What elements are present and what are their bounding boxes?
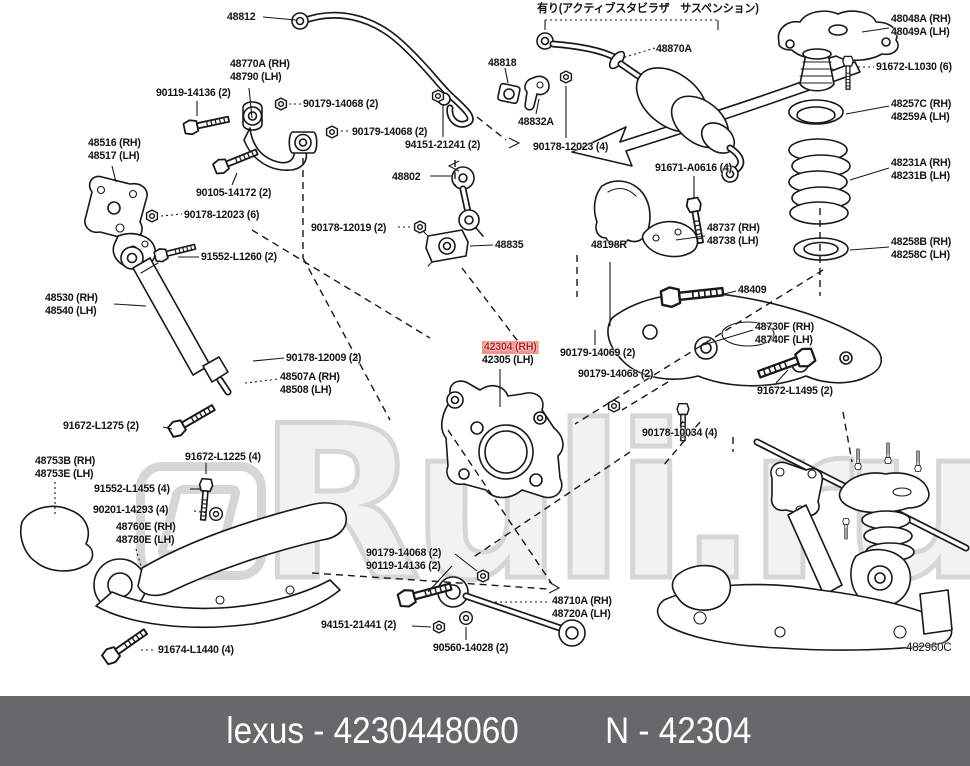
part-label-48257c: 48257C (RH)48259A (LH): [891, 98, 952, 123]
part-label-91671-a0616: 91671-A0616 (4): [655, 162, 732, 174]
part-label-48835: 48835: [495, 239, 524, 251]
footer-bar: lexus - 4230448060 N - 42304: [0, 696, 970, 766]
shock-bracket-drawing: [84, 175, 156, 270]
footer-brand-part: lexus - 4230448060: [226, 710, 520, 751]
part-label-48516: 48516 (RH)48517 (LH): [88, 137, 141, 162]
stabilizer-link-drawing: [451, 166, 484, 237]
spring-upper-insulator-drawing: [788, 99, 844, 125]
nut-icon: [325, 125, 339, 139]
part-label-91552-l1260: 91552-L1260 (2): [201, 251, 277, 263]
part-label-48870a: 48870A: [656, 43, 692, 55]
washer-icon: [458, 610, 474, 626]
nut-icon: [431, 89, 445, 103]
part-label-48802: 48802: [392, 171, 421, 183]
nut-icon: [432, 620, 446, 634]
nut-icon: [559, 70, 573, 84]
bolt-icon: [99, 624, 151, 668]
part-label-91674-l1440: 91674-L1440 (4): [158, 644, 234, 656]
part-label-90178-12009: 90178-12009 (2): [286, 352, 362, 364]
part-label-90179-14068-b: 90179-14068 (2): [352, 126, 428, 138]
nut-icon: [413, 220, 427, 234]
part-label-48231a: 48231A (RH)48231B (LH): [891, 157, 951, 182]
part-label-90119-14136-b: 90119-14136 (2): [366, 560, 441, 572]
part-label-48753b: 48753B (RH)48753E (LH): [35, 455, 96, 480]
part-label-90179-14068-c: 90179-14068 (2): [578, 368, 654, 380]
bolt-icon: [165, 399, 219, 440]
stabilizer-bracket-drawing: [524, 75, 550, 111]
part-label-90178-12023-6: 90178-12023 (6): [184, 209, 260, 221]
part-label-90105-14172: 90105-14172 (2): [196, 187, 272, 199]
bushing-bracket-drawing: [423, 229, 469, 267]
part-label-90179-14068-d: 90179-14068 (2): [366, 547, 442, 559]
part-label-48048a: 48048A (RH)48049A (LH): [891, 13, 951, 38]
diagram-line-art: [20, 10, 970, 668]
suspension-support-drawing: [777, 10, 899, 92]
part-label-48818: 48818: [488, 57, 517, 69]
upper-control-arm-drawing: [242, 101, 318, 171]
spring-lower-insulator-drawing: [793, 237, 849, 261]
coil-spring-drawing: [788, 138, 851, 225]
part-label-90178-12019: 90178-12019 (2): [311, 222, 387, 234]
part-label-91672-l1495: 91672-L1495 (2): [757, 385, 833, 397]
part-label-48832a: 48832A: [518, 116, 554, 128]
part-label-91672-l1030: 91672-L1030 (6): [876, 61, 952, 73]
nut-icon: [476, 569, 490, 583]
part-label-48198r: 48198R: [591, 239, 627, 251]
part-label-48530: 48530 (RH)48540 (LH): [45, 292, 98, 317]
drawing-code: 482960C: [906, 640, 952, 654]
mudguard-drawing: [593, 180, 651, 246]
bolt-icon: [152, 239, 198, 264]
stabilizer-bushing-drawing: [497, 82, 521, 105]
washer-icon: [208, 506, 224, 522]
part-label-90179-14068-a: 90179-14068 (2): [303, 98, 379, 110]
nut-icon: [145, 209, 159, 223]
part-label-91672-l1275: 91672-L1275 (2): [63, 420, 139, 432]
arm-cover-drawing: [20, 505, 94, 572]
part-label-91552-l1455: 91552-L1455 (4): [94, 483, 170, 495]
part-label-48409: 48409: [738, 284, 767, 296]
leader-lines: [54, 16, 890, 651]
active-stabilizer-actuator-drawing: [536, 32, 745, 183]
highlighted-part-number: 42304 (RH): [482, 341, 539, 354]
part-label-90178-12023-4: 90178-12023 (4): [533, 141, 609, 153]
dashed-guide-lines: [251, 116, 853, 594]
shock-absorber-drawing: [120, 246, 232, 396]
part-label-91672-l1225: 91672-L1225 (4): [185, 451, 261, 463]
nut-icon: [607, 399, 621, 413]
deflector-drawing: [641, 220, 699, 258]
part-label-48507a: 48507A (RH)48508 (LH): [280, 371, 340, 396]
part-label-48258b: 48258B (RH)48258C (LH): [891, 236, 952, 261]
footer-part-number: N - 42304: [605, 710, 752, 751]
part-label-94151-21441: 94151-21441 (2): [321, 619, 397, 631]
bolt-icon: [182, 111, 231, 137]
part-label-90201-14293: 90201-14293 (4): [93, 504, 169, 516]
part-label-90178-10034: 90178-10034 (4): [642, 427, 718, 439]
part-label-42304-highlighted: 42304 (RH)42305 (LH): [482, 341, 539, 366]
diagram-note-jp: 有り(アクティブスタビラザ サスペンション): [537, 3, 759, 15]
nut-icon: [274, 97, 288, 111]
part-label-90179-14069: 90179-14069 (2): [560, 347, 636, 359]
trailing-arm-drawing: [93, 502, 347, 629]
part-label-90119-14136: 90119-14136 (2): [156, 87, 231, 99]
part-label-48730f: 48730F (RH)48740F (LH): [755, 321, 814, 346]
part-label-94151-21241: 94151-21241 (2): [405, 139, 481, 151]
part-label-48770a: 48770A (RH)48790 (LH): [230, 58, 290, 83]
part-label-48737: 48737 (RH)48738 (LH): [707, 222, 760, 247]
part-label-90560-14028: 90560-14028 (2): [433, 642, 509, 654]
assembled-suspension-illustration: [656, 438, 970, 651]
part-label-48710a: 48710A (RH)48720A (LH): [552, 595, 612, 620]
part-label-48812: 48812: [227, 11, 256, 23]
axle-carrier-drawing: [440, 380, 564, 499]
part-label-48760e: 48760E (RH)48780E (LH): [116, 521, 176, 546]
note-bracket: [544, 19, 719, 30]
